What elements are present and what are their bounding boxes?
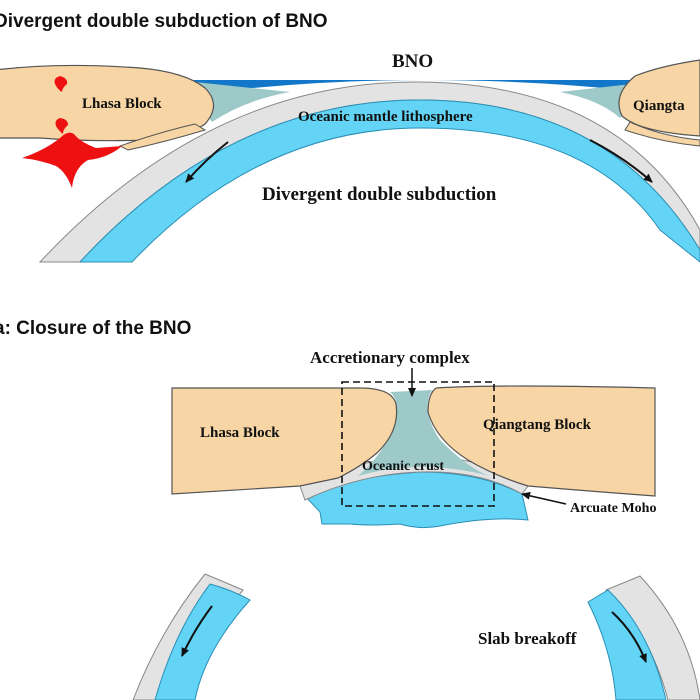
accretionary-complex-label: Accretionary complex	[310, 348, 470, 367]
mantle-lithosphere-arch	[78, 99, 700, 263]
bno-label: BNO	[392, 51, 433, 72]
qiangtang-block-label-bottom: Qiangtang Block	[483, 417, 592, 433]
qiangtang-block-top-tail	[624, 121, 700, 147]
top-panel-title: Divergent double subduction of BNO	[0, 11, 328, 32]
qiangtang-block-label-top: Qiangta	[633, 98, 685, 114]
slab-left-arrow	[181, 605, 213, 657]
ocean-water	[190, 80, 660, 92]
divergent-subduction-label: Divergent double subduction	[262, 184, 497, 205]
magma-chamber	[22, 132, 122, 188]
qiangtang-block-bottom	[427, 385, 656, 497]
accretion-wedge-left	[195, 82, 290, 122]
top-panel: Divergent double subduction of BNO BNO L…	[0, 11, 700, 263]
slab-left	[132, 573, 251, 700]
bottom-panel-title: a: Closure of the BNO	[0, 318, 191, 339]
lhasa-block-top-tail	[118, 123, 207, 151]
accretionary-complex-box	[341, 381, 495, 507]
slab-breakoff-label: Slab breakoff	[478, 629, 577, 648]
qiangtang-block-top	[618, 59, 700, 137]
lhasa-block-label-bottom: Lhasa Block	[200, 425, 280, 441]
lhasa-block-label-top: Lhasa Block	[82, 96, 162, 112]
lhasa-block-bottom	[171, 387, 398, 495]
subduction-arrow-right	[589, 139, 653, 183]
slab-right-arrow	[611, 611, 647, 663]
moho-pointer-arrow	[521, 491, 567, 505]
slab-right	[587, 575, 700, 700]
lhasa-block-top	[0, 64, 215, 142]
subduction-arrow-left	[185, 141, 229, 183]
bottom-panel: a: Closure of the BNO Accretionary comp	[0, 318, 700, 700]
accretionary-complex	[358, 390, 490, 476]
magma-drop-1	[54, 76, 68, 92]
magma-drop-2	[55, 118, 68, 134]
mantle-lithosphere-label: Oceanic mantle lithosphere	[298, 109, 473, 125]
arcuate-moho-label: Arcuate Moho	[570, 501, 656, 516]
oceanic-crust-label: Oceanic crust	[362, 459, 444, 474]
